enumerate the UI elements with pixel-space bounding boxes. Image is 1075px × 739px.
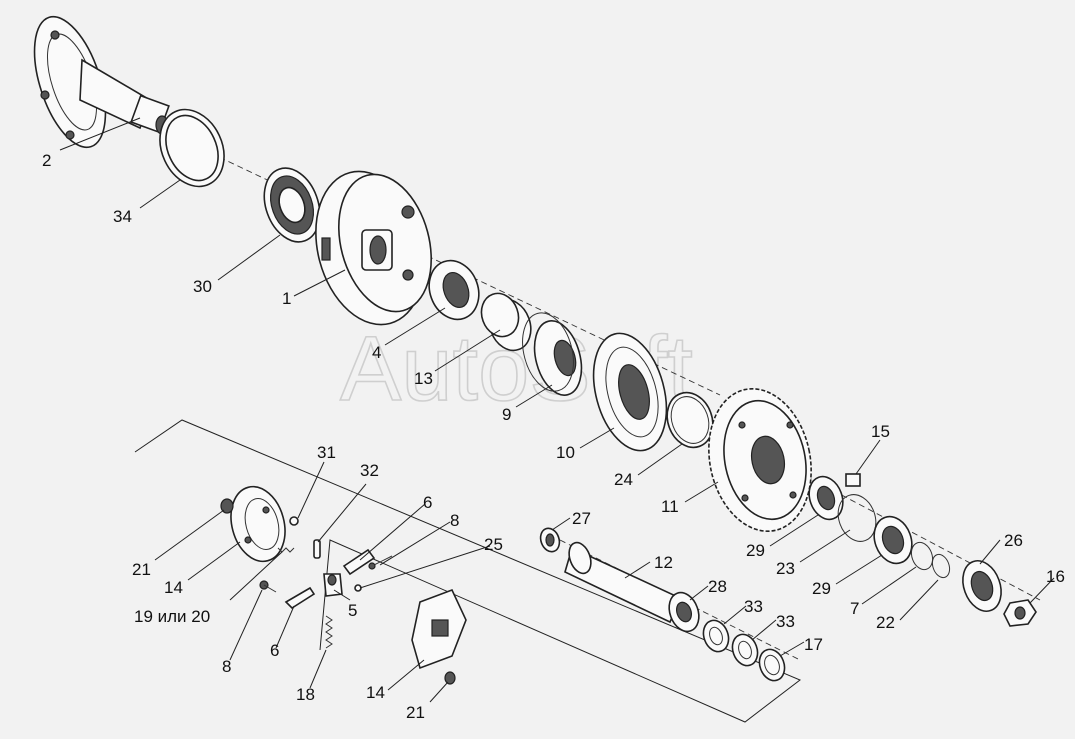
part-21-nut-lower	[444, 671, 456, 685]
callout-29-a: 29	[746, 541, 765, 560]
callout-34: 34	[113, 207, 132, 226]
part-28-bearing	[668, 591, 700, 633]
part-21-nut-upper	[220, 498, 234, 514]
leader-lines	[59, 117, 1055, 703]
part-11-spur-gear	[708, 388, 812, 532]
part-31-ball	[289, 516, 299, 526]
callout-21-b: 21	[406, 703, 425, 722]
part-24-snap-ring	[666, 391, 714, 449]
part-12-splined-shaft	[564, 541, 682, 624]
callout-5: 5	[348, 601, 357, 620]
callout-17: 17	[804, 635, 823, 654]
part-29-bearing-b	[873, 515, 913, 565]
part-14-plate-upper	[230, 485, 286, 563]
callout-4: 4	[372, 343, 381, 362]
callout-9: 9	[502, 405, 511, 424]
callout-11: 11	[661, 497, 679, 516]
callout-29-b: 29	[812, 579, 831, 598]
part-16-nut	[1003, 599, 1037, 627]
subassembly-frame	[134, 419, 801, 723]
part-30-ball-bearing	[263, 167, 321, 243]
part-32-pin	[313, 539, 321, 559]
part-1-carrier-housing	[315, 170, 433, 326]
callout-28: 28	[708, 577, 727, 596]
callout-30: 30	[193, 277, 212, 296]
part-33-washer-b	[731, 633, 759, 667]
part-22-ring	[931, 553, 951, 579]
part-4-thrust-washer	[428, 259, 480, 321]
callout-6-a: 6	[423, 493, 432, 512]
callout-32: 32	[360, 461, 379, 480]
callout-6-b: 6	[270, 641, 279, 660]
callout-8-a: 8	[450, 511, 459, 530]
callout-33-a: 33	[744, 597, 763, 616]
part-6-lever-upper	[342, 548, 376, 576]
callout-16: 16	[1046, 567, 1065, 586]
callout-21-a: 21	[132, 560, 151, 579]
callout-15: 15	[871, 422, 890, 441]
part-19-20-spring	[277, 547, 295, 553]
callout-33-b: 33	[776, 612, 795, 631]
callout-10: 10	[556, 443, 575, 462]
callout-25: 25	[484, 535, 503, 554]
callout-12: 12	[654, 553, 673, 572]
part-5-clevis	[323, 573, 343, 597]
part-6-lever-lower	[284, 586, 316, 610]
part-8-bolt-lower	[259, 580, 277, 593]
callout-24: 24	[614, 470, 633, 489]
part-7-ring	[910, 541, 934, 571]
part-27-bushing	[539, 527, 561, 553]
callout-14-b: 14	[366, 683, 385, 702]
callout-13: 13	[414, 369, 433, 388]
callout-7: 7	[850, 599, 859, 618]
part-15-plug	[845, 473, 861, 487]
part-18-spring	[325, 615, 333, 649]
part-9-sun-gear	[522, 312, 583, 396]
part-17-seal-ring	[758, 648, 786, 682]
part-33-washer-a	[702, 619, 730, 653]
part-34-shim-ring	[159, 108, 225, 188]
callout-labels: 2 34 30 1 4 13 9 10 24 11 15 29 23 29 26…	[42, 151, 1065, 722]
part-8-bolt-upper	[368, 555, 393, 570]
callout-1: 1	[282, 289, 291, 308]
callout-8-b: 8	[222, 657, 231, 676]
callout-19-or-20: 19 или 20	[134, 607, 210, 626]
callout-23: 23	[776, 559, 795, 578]
part-26-seal	[962, 560, 1002, 612]
callout-2: 2	[42, 151, 51, 170]
callout-27: 27	[572, 509, 591, 528]
part-14-plate-lower	[411, 588, 467, 670]
callout-22: 22	[876, 613, 895, 632]
callout-18: 18	[296, 685, 315, 704]
part-23-o-ring	[837, 494, 877, 542]
part-2-flange-shaft	[33, 15, 170, 149]
part-10-ring-gear	[592, 332, 668, 452]
part-13-bushing	[480, 292, 532, 352]
part-29-bearing-a	[808, 475, 844, 521]
callout-26: 26	[1004, 531, 1023, 550]
callout-31: 31	[317, 443, 336, 462]
callout-14-a: 14	[164, 578, 183, 597]
